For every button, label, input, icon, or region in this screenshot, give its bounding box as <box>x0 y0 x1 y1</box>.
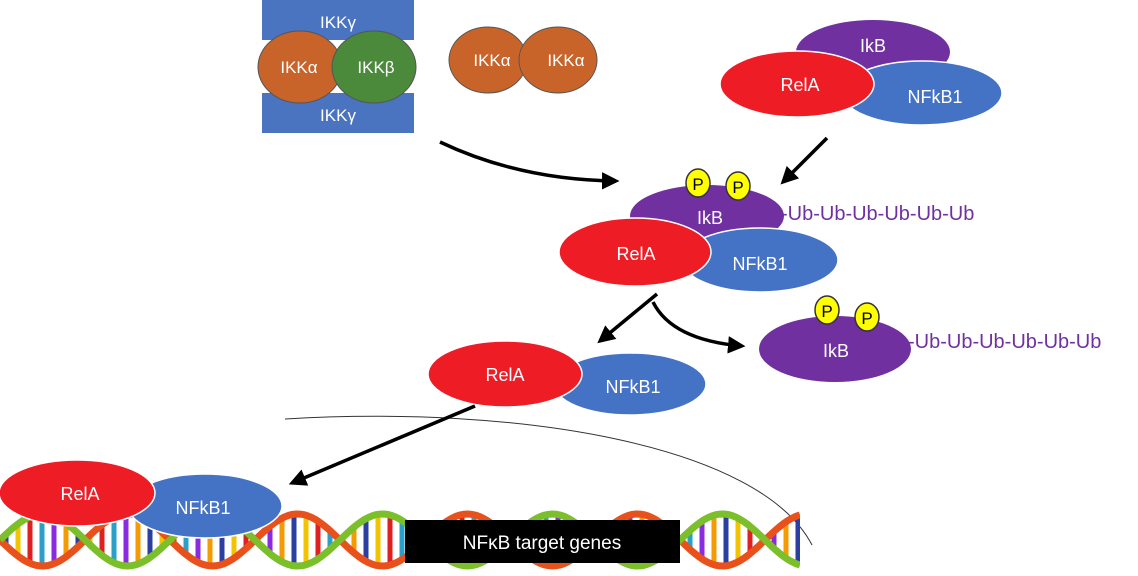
ikk-beta-label: IKKβ <box>357 58 394 77</box>
ikk-beta-subunit <box>331 30 417 104</box>
ikk-complex: IKKγ IKKα IKKβ IKKγ <box>257 0 417 133</box>
ikk-alpha-label: IKKα <box>280 58 317 77</box>
ikb-label: IkB <box>823 341 849 361</box>
arrow-to-nucleus <box>288 404 476 486</box>
nfkb1-label: NFkB1 <box>175 498 230 518</box>
ikk-gamma-top-label: IKKγ <box>320 13 356 32</box>
rela-protein <box>427 340 583 408</box>
arrow-release-ikb <box>651 301 746 354</box>
phospho-ub-complex: P P IkB -Ub-Ub-Ub-Ub-Ub-Ub RelA NFkB1 <box>558 168 974 293</box>
phosphate-group <box>685 168 711 198</box>
ikb-label: IkB <box>697 208 723 228</box>
ikk-alpha-right <box>518 26 598 94</box>
phosphate-group <box>725 171 751 201</box>
ubiquitin-chain: -Ub-Ub-Ub-Ub-Ub-Ub <box>908 331 1101 353</box>
rela-label: RelA <box>616 244 655 264</box>
target-genes-background <box>405 520 680 563</box>
inactive-complex: IkB RelA NFkB1 <box>719 20 1003 126</box>
ubiquitinated-ikb: P P IkB -Ub-Ub-Ub-Ub-Ub-Ub <box>759 295 1101 382</box>
phosphate-label: P <box>692 175 703 194</box>
rela-protein <box>0 459 156 527</box>
arrow-ikk-to-complex <box>439 140 620 190</box>
phosphate-label: P <box>732 178 743 197</box>
rela-protein <box>719 50 875 118</box>
nuclear-dimer: RelA NFkB1 <box>0 459 283 539</box>
target-genes-label: NFκB target genes <box>463 533 621 554</box>
arrow-release-dimer <box>597 292 659 344</box>
ubiquitin-chain: -Ub-Ub-Ub-Ub-Ub-Ub <box>781 203 974 225</box>
ikb-label: IkB <box>860 36 886 56</box>
phosphate-group <box>854 302 880 332</box>
rela-protein <box>558 217 712 287</box>
arrow-complex-down <box>780 136 829 185</box>
phosphate-label: P <box>821 302 832 321</box>
ikk-alpha-dimer: IKKα IKKα <box>448 26 598 94</box>
rela-label: RelA <box>60 484 99 504</box>
target-genes-box: NFκB target genes <box>405 520 680 563</box>
ikk-alpha-left-label: IKKα <box>473 51 510 70</box>
phosphate-group <box>814 295 840 325</box>
rela-label: RelA <box>485 365 524 385</box>
nfkb1-label: NFkB1 <box>605 377 660 397</box>
nfkb1-label: NFkB1 <box>732 254 787 274</box>
nuclear-membrane <box>284 415 813 546</box>
phosphate-label: P <box>861 309 872 328</box>
rela-label: RelA <box>780 75 819 95</box>
ikb-protein <box>759 316 911 382</box>
released-dimer: RelA NFkB1 <box>427 340 707 416</box>
nfkb1-label: NFkB1 <box>907 87 962 107</box>
ikk-alpha-right-label: IKKα <box>547 51 584 70</box>
ikk-gamma-bottom-label: IKKγ <box>320 106 356 125</box>
